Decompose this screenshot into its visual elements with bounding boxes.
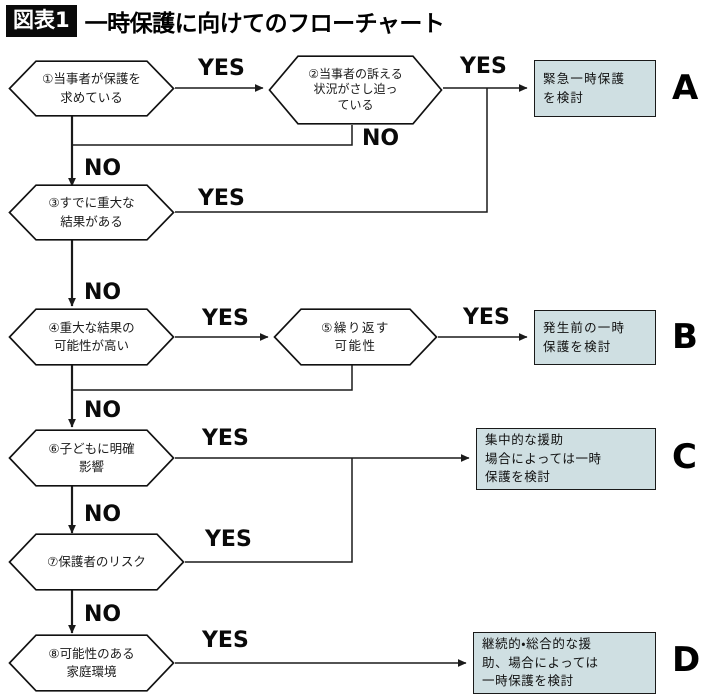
outcome-box-d[interactable]: 継続的・総合的な援 助、場合によっては 一時保護を検討 [473,632,656,694]
edge-label-d5-yes: YES [463,305,510,330]
outcome-letter-d: D [672,640,701,680]
outcome-letter-b: B [672,317,698,357]
outcome-box-c[interactable]: 集中的な援助 場合によっては一時 保護を検討 [476,428,656,490]
edge-label-d1-no: NO [84,156,122,181]
edge-label-d3-yes: YES [198,186,245,211]
edge-label-d7-no: NO [84,602,122,627]
decision-node-2[interactable]: ②当事者の訴える 状況がさし迫っ ている [268,55,443,125]
edge-d2-no-join [72,125,353,146]
decision-node-1[interactable]: ①当事者が保護を 求めている [8,60,175,117]
decision-node-5[interactable]: ⑤繰り返す 可能性 [273,308,438,366]
edge-label-d2-yes: YES [460,54,507,79]
decision-node-6[interactable]: ⑥子どもに明確 影響 [8,429,175,487]
edge-label-d4-yes: YES [202,306,249,331]
decision-node-7[interactable]: ⑦保護者のリスク [8,533,185,591]
edge-d7-yes-join-boxC [185,458,353,563]
edge-label-d8-yes: YES [202,628,249,653]
edge-label-d1-yes: YES [198,56,245,81]
decision-node-8[interactable]: ⑧可能性のある 家庭環境 [8,634,175,692]
edge-label-d7-yes: YES [205,527,252,552]
chart-header: 図表1 一時保護に向けてのフローチャート [0,0,710,42]
outcome-letter-a: A [672,68,699,108]
figure-badge: 図表1 [6,5,77,37]
outcome-letter-c: C [672,437,697,477]
edge-label-d2-no: NO [362,126,400,151]
edge-label-d6-yes: YES [202,426,249,451]
decision-node-4[interactable]: ④重大な結果の 可能性が高い [8,308,175,366]
outcome-box-a[interactable]: 緊急一時保護 を検討 [534,60,656,117]
edge-label-d6-no: NO [84,502,122,527]
edge-label-d3-no: NO [84,280,122,305]
edge-d5-no-join [72,364,353,391]
outcome-box-b[interactable]: 発生前の一時 保護を検討 [534,310,656,365]
edge-label-d4-no: NO [84,398,122,423]
edge-d3-yes-join-boxA [175,88,488,213]
decision-node-3[interactable]: ③すでに重大な 結果がある [8,184,175,241]
page-title: 一時保護に向けてのフローチャート [84,11,445,37]
